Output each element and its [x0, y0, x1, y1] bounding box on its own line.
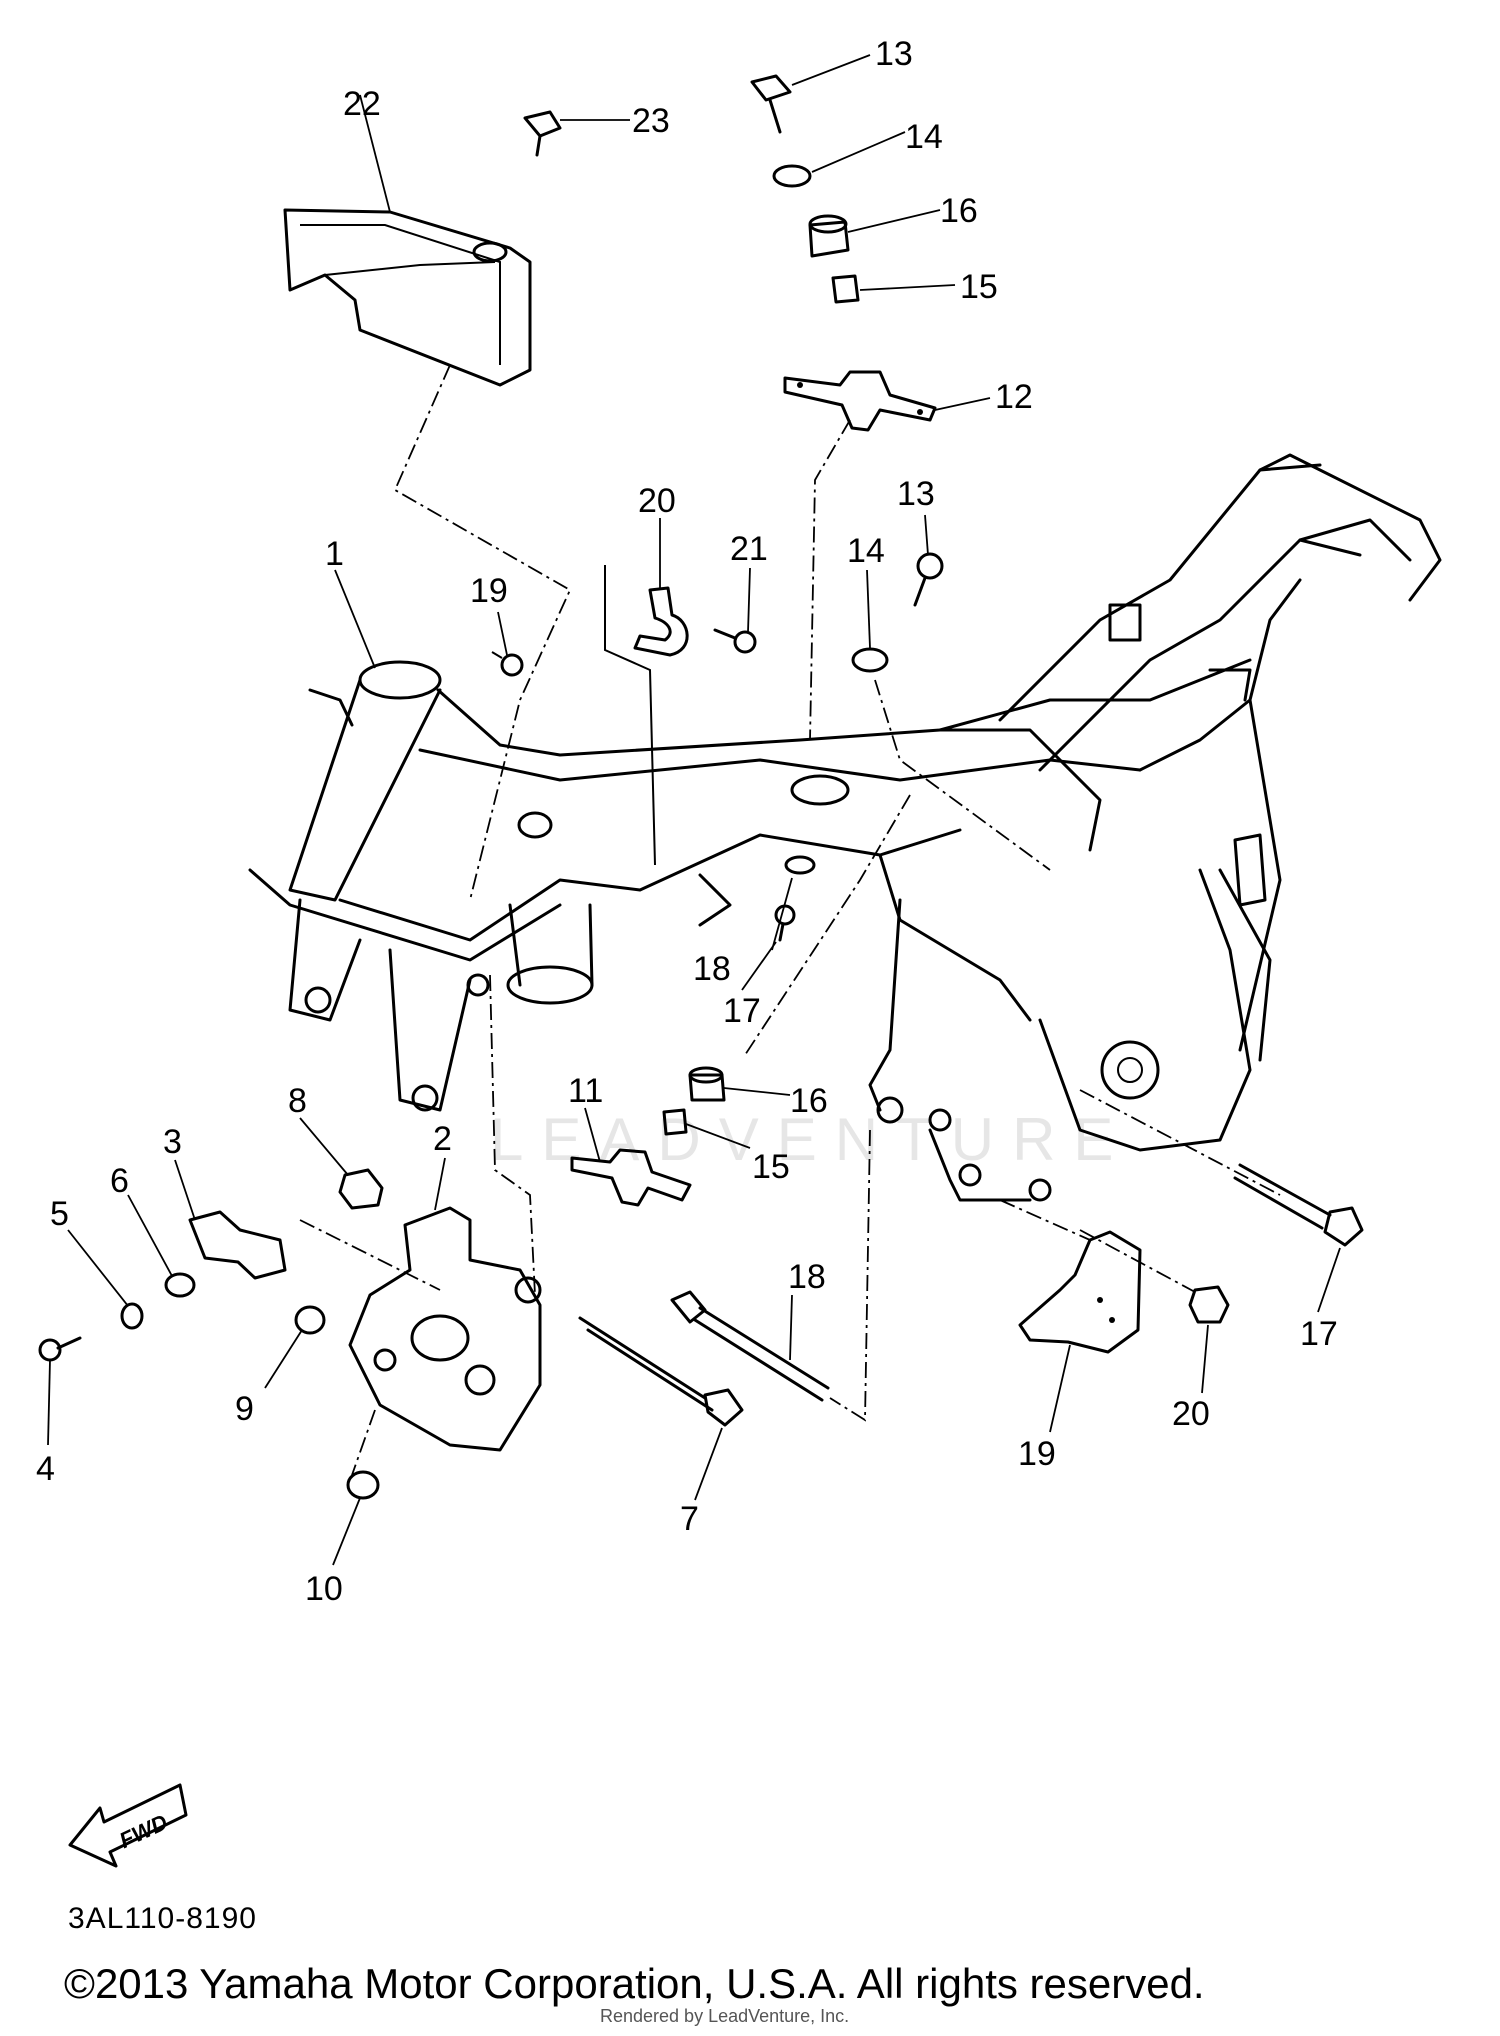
part-15-collar-top — [831, 274, 860, 304]
part-14-washer-mid — [851, 647, 889, 673]
callout-14-top: 14 — [905, 118, 943, 156]
callout-15-top: 15 — [960, 268, 998, 306]
part-2-engine-bracket — [348, 1206, 542, 1452]
part-8-nut — [338, 1168, 384, 1210]
callout-13-top: 13 — [875, 35, 913, 73]
callout-labels: 22 23 13 14 16 15 12 13 14 20 21 19 1 18… — [36, 35, 1338, 1608]
callout-24: 20 — [638, 482, 676, 520]
callout-16-top: 16 — [940, 192, 978, 230]
part-1-frame — [248, 453, 1442, 1202]
part-15-collar-lower — [662, 1108, 688, 1136]
callout-6: 6 — [110, 1162, 129, 1200]
part-22-collar — [784, 855, 816, 875]
part-12-bracket — [783, 370, 937, 432]
part-16-bush-top — [808, 214, 850, 258]
callout-20: 20 — [1172, 1395, 1210, 1433]
callout-7: 7 — [680, 1500, 699, 1538]
callout-18: 18 — [788, 1258, 826, 1296]
assembly-lines — [299, 364, 1281, 1476]
callout-4: 4 — [36, 1450, 55, 1488]
part-6-washer — [164, 1272, 196, 1298]
callout-26: 22 — [343, 85, 381, 123]
part-4-bolt — [38, 1336, 82, 1362]
callout-5: 5 — [50, 1195, 69, 1233]
callout-2: 2 — [433, 1120, 452, 1158]
callout-23: 19 — [470, 572, 508, 610]
callout-8: 8 — [288, 1082, 307, 1120]
callout-12: 12 — [995, 378, 1033, 416]
callout-21: 17 — [723, 992, 761, 1030]
callout-22: 18 — [693, 950, 731, 988]
part-16-bush-lower — [688, 1066, 726, 1102]
fwd-label: FWD — [115, 1809, 171, 1853]
callout-15-lower: 15 — [752, 1148, 790, 1186]
part-14-washer-top — [772, 164, 812, 188]
part-24-clamp — [604, 565, 689, 866]
callout-17: 17 — [1300, 1315, 1338, 1353]
callout-25: 21 — [730, 530, 768, 568]
callout-13-mid: 13 — [897, 475, 935, 513]
callout-19: 19 — [1018, 1435, 1056, 1473]
part-17-bolt — [1233, 1163, 1364, 1247]
part-13-bolt-mid — [913, 552, 944, 607]
part-13-bolt-top — [750, 74, 792, 134]
callout-14-mid: 14 — [847, 532, 885, 570]
leader-lines — [47, 54, 1341, 1566]
copyright-notice: ©2013 Yamaha Motor Corporation, U.S.A. A… — [64, 1960, 1205, 2007]
diagram-code: 3AL110-8190 — [68, 1902, 257, 1935]
part-11-bracket — [570, 1148, 692, 1207]
rendered-by-notice: Rendered by LeadVenture, Inc. — [600, 2006, 850, 2026]
part-26-cover — [283, 208, 532, 387]
part-9-washer — [294, 1305, 326, 1335]
part-25-screw — [713, 628, 757, 654]
part-5-clip — [120, 1302, 144, 1330]
part-20-nut — [1188, 1285, 1230, 1324]
fwd-arrow-icon: FWD — [68, 1783, 188, 1868]
callout-10: 10 — [305, 1570, 343, 1608]
part-27-bolt — [523, 110, 562, 157]
callout-27: 23 — [632, 102, 670, 140]
callout-3: 3 — [163, 1123, 182, 1161]
callout-11: 11 — [568, 1072, 603, 1110]
part-18-long-bolt — [670, 1290, 830, 1402]
part-10-washer — [346, 1470, 380, 1500]
part-19-plate — [1018, 1230, 1142, 1354]
part-7-long-bolt — [578, 1316, 744, 1427]
callout-16-lower: 16 — [790, 1082, 828, 1120]
callout-9: 9 — [235, 1390, 254, 1428]
part-23-grommet — [491, 651, 524, 677]
callout-1: 1 — [325, 535, 344, 573]
part-3-connector — [188, 1210, 287, 1280]
